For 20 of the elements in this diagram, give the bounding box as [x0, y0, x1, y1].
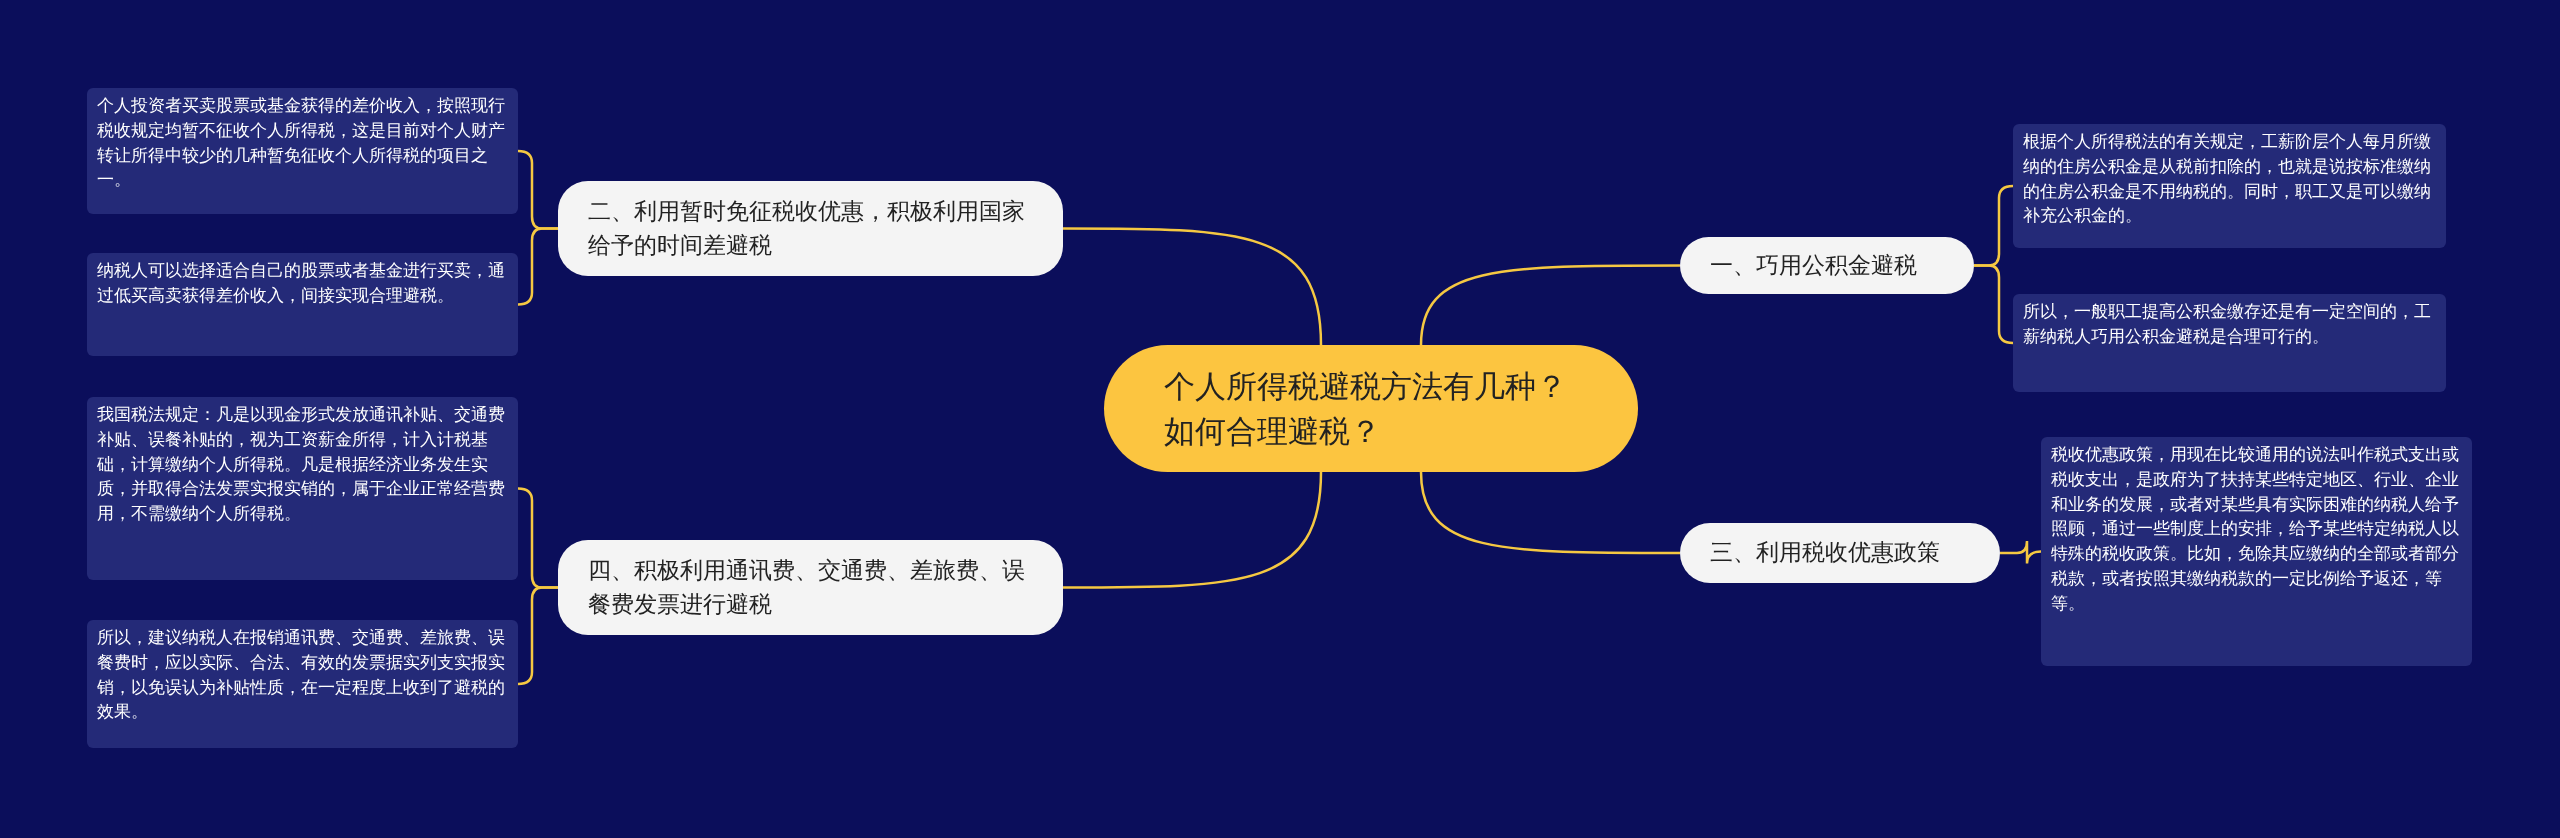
connector-line	[517, 586, 558, 686]
note-card: 个人投资者买卖股票或基金获得的差价收入，按照现行税收规定均暂不征收个人所得税，这是目前对个人财产转让所得中较少的几种暂免征收个人所得税的项目之一。	[87, 88, 518, 214]
connector-line	[1063, 471, 1323, 589]
connector-line	[1974, 264, 2014, 345]
topic-node: 三、利用税收优惠政策	[1680, 523, 2000, 583]
connector-line	[2000, 539, 2042, 565]
topic-node: 四、积极利用通讯费、交通费、差旅费、误餐费发票进行避税	[558, 540, 1063, 635]
connector-line	[1419, 264, 1680, 346]
note-card: 税收优惠政策，用现在比较通用的说法叫作税式支出或税收支出，是政府为了扶持某些特定地区、行业、企业和业务的发展，或者对某些具有实际困难的纳税人给予照顾，通过一些制度上的安排，给予某些特定纳税人以特殊的税收政策。比如，免除其应缴纳的全部或者部分税款，或者按照其缴纳税款的一定比例给予返还，等等。	[2041, 437, 2472, 666]
note-card: 根据个人所得税法的有关规定，工薪阶层个人每月所缴纳的住房公积金是从税前扣除的，也就是说按标准缴纳的住房公积金是不用纳税的。同时，职工又是可以缴纳补充公积金的。	[2013, 124, 2446, 248]
topic-node: 一、巧用公积金避税	[1680, 237, 1974, 294]
note-card: 所以，一般职工提高公积金缴存还是有一定空间的，工薪纳税人巧用公积金避税是合理可行的。	[2013, 294, 2446, 392]
connector-line	[1063, 227, 1323, 346]
note-card: 我国税法规定：凡是以现金形式发放通讯补贴、交通费补贴、误餐补贴的，视为工资薪金所得，计入计税基础，计算缴纳个人所得税。凡是根据经济业务发生实质，并取得合法发票实报实销的，属于企业正常经营费用，不需缴纳个人所得税。	[87, 397, 518, 580]
connector-line	[517, 227, 558, 306]
topic-node: 二、利用暂时免征税收优惠，积极利用国家给予的时间差避税	[558, 181, 1063, 276]
connector-line	[1419, 471, 1680, 555]
note-card: 所以，建议纳税人在报销通讯费、交通费、差旅费、误餐费时，应以实际、合法、有效的发票据实列支实报实销，以免误认为补贴性质，在一定程度上收到了避税的效果。	[87, 620, 518, 748]
note-card: 纳税人可以选择适合自己的股票或者基金进行买卖，通过低买高卖获得差价收入，间接实现合理避税。	[87, 253, 518, 356]
title-node: 个人所得税避税方法有几种？如何合理避税？	[1104, 345, 1638, 472]
